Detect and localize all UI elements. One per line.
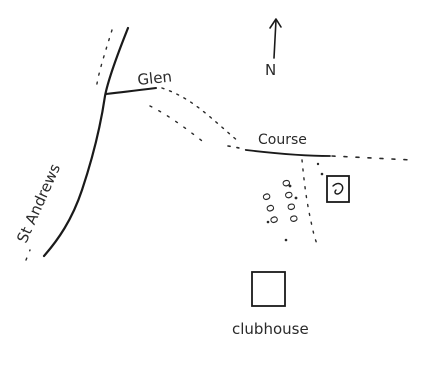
north-arrow-icon: [269, 18, 282, 59]
glen-course-connector: [161, 87, 241, 143]
st-andrews-road: [42, 26, 130, 258]
course-road: [245, 149, 331, 157]
house-icon: [326, 175, 350, 203]
st-andrews-road-label: St Andrews: [13, 161, 64, 246]
svg-text:o o o: o o o: [258, 191, 282, 226]
clubhouse-building: [251, 271, 286, 307]
clubhouse-label: clubhouse: [232, 320, 309, 338]
scattered-marks: o o o o o o o: [258, 162, 324, 242]
north-label: N: [265, 61, 276, 79]
glen-road-label: Glen: [137, 67, 173, 89]
glen-road: [105, 87, 157, 95]
course-road-label: Course: [258, 132, 307, 148]
